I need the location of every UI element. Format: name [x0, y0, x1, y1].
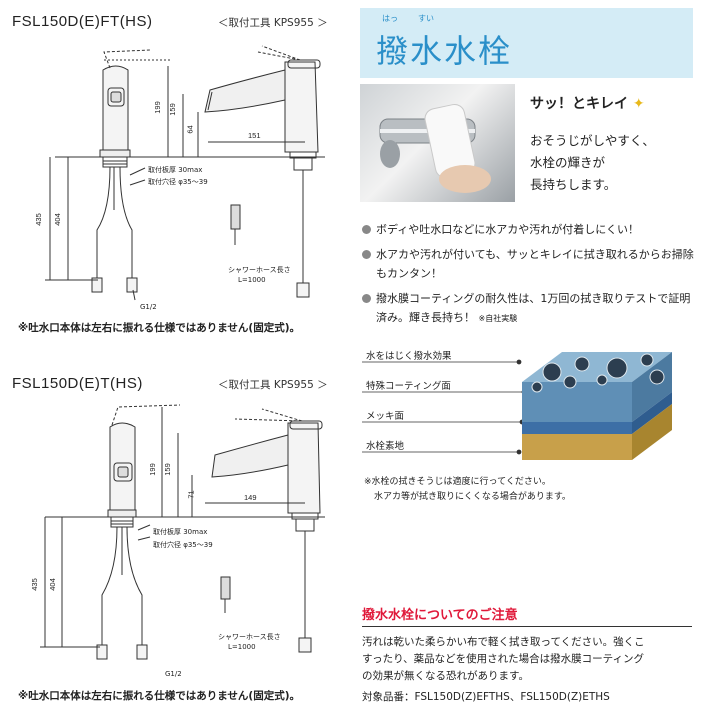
- dim-71-bottom: 71: [186, 490, 196, 499]
- dim-64-top: 64: [185, 125, 195, 134]
- layer-label-plating: メッキ面: [366, 411, 405, 422]
- bullet-dot-icon: [362, 250, 371, 259]
- fixed-spout-note-top: ※吐水口本体は左右に振れる仕様ではありません(固定式)。: [18, 322, 300, 334]
- dim-159-bottom: 159: [162, 463, 172, 476]
- caution-title: 撥水水栓についてのご注意: [362, 608, 518, 623]
- bullet-item: ボディや吐水口などに水アカや汚れが付着しにくい！: [362, 220, 696, 239]
- hose-length-value-bottom: L=1000: [228, 643, 256, 651]
- catch-copy: サッ！とキレイ ✦: [530, 93, 645, 113]
- bullet-text-3: 撥水膜コーティングの耐久性は、1万回の拭き取りテストで証明済み。輝き長持ち！: [376, 292, 691, 324]
- hole-diameter-top: 取付穴径 φ35～39: [148, 178, 208, 186]
- faucet-drawing-top: [45, 45, 325, 301]
- photo-line-3: 長持ちします。: [530, 177, 617, 192]
- dim-199-bottom: 199: [147, 463, 157, 476]
- tool-label-top: ＜取付工具 KPS955 ＞: [218, 17, 328, 29]
- thread-label-bottom: G1/2: [165, 670, 182, 678]
- plate-thickness-top: 取付板厚 30max: [148, 166, 203, 174]
- model-title-bottom: FSL150D(E)T(HS): [12, 375, 143, 392]
- tool-label-bottom: ＜取付工具 KPS955 ＞: [218, 379, 328, 391]
- hole-diameter-bottom: 取付穴径 φ35～39: [153, 541, 213, 549]
- dim-435-top: 435: [33, 213, 43, 226]
- target-models: 対象品番：FSL150D(Z)EFTHS、FSL150D(Z)ETHS: [362, 691, 610, 703]
- fixed-spout-note-bottom: ※吐水口本体は左右に振れる仕様ではありません(固定式)。: [18, 690, 300, 702]
- faucet-drawing-bottom: [40, 404, 325, 660]
- model-title-top: FSL150D(E)FT(HS): [12, 13, 153, 30]
- caution-divider: [362, 626, 692, 627]
- dim-151-top: 151: [248, 131, 261, 140]
- title-banner: はっ すい 撥水水栓: [360, 8, 693, 78]
- bullet-text-1: ボディや吐水口などに水アカや汚れが付着しにくい！: [376, 223, 640, 236]
- dim-435-bottom: 435: [29, 578, 39, 591]
- layer-label-repel: 水をはじく撥水効果: [366, 351, 452, 362]
- title-ruby-right: すい: [418, 14, 434, 23]
- bullet-suffix: ※自社実験: [478, 314, 518, 323]
- hose-length-label-top: シャワーホース長さ: [228, 266, 291, 274]
- title-ruby-left: はっ: [382, 14, 398, 23]
- dim-404-bottom: 404: [47, 578, 57, 591]
- caution-line-1: 汚れは乾いた柔らかい布で軽く拭き取ってください。強くこ: [362, 636, 645, 648]
- coating-diagram: 水をはじく撥水効果 特殊コーティング面 メッキ面 水栓素地: [362, 342, 692, 467]
- feature-bullets: ボディや吐水口などに水アカや汚れが付着しにくい！ 水アカや汚れが付いても、サッと…: [362, 220, 696, 328]
- dim-404-top: 404: [52, 213, 62, 226]
- layer-label-coating: 特殊コーティング面: [366, 381, 451, 392]
- hose-length-label-bottom: シャワーホース長さ: [218, 633, 281, 641]
- photo-line-1: おそうじがしやすく、: [530, 133, 655, 148]
- bullet-text-2: 水アカや汚れが付いても、サッとキレイに拭き取れるからお掃除もカンタン！: [376, 248, 694, 280]
- dim-199-top: 199: [152, 101, 162, 114]
- wipe-note-1: ※水栓の拭きそうじは適度に行ってください。: [364, 477, 551, 487]
- photo-line-2: 水栓の輝きが: [530, 155, 606, 170]
- bullet-dot-icon: [362, 294, 371, 303]
- bullet-dot-icon: [362, 225, 371, 234]
- dim-149-bottom: 149: [244, 493, 257, 502]
- bullet-item: 撥水膜コーティングの耐久性は、1万回の拭き取りテストで証明済み。輝き長持ち！ ※…: [362, 289, 696, 328]
- feature-title: 撥水水栓: [376, 32, 513, 70]
- dim-159-top: 159: [167, 103, 177, 116]
- hose-length-value-top: L=1000: [238, 276, 266, 284]
- leader-lines: [362, 359, 527, 455]
- layer-label-base: 水栓素地: [366, 441, 405, 452]
- bullet-item: 水アカや汚れが付いても、サッとキレイに拭き取れるからお掃除もカンタン！: [362, 245, 696, 283]
- caution-line-3: の効果が無くなる恐れがあります。: [362, 670, 529, 682]
- catch-copy-text: サッ！とキレイ: [530, 96, 628, 112]
- sparkle-icon: ✦: [632, 96, 645, 112]
- wipe-note-2: 水アカ等が拭き取りにくくなる場合があります。: [374, 492, 571, 502]
- plate-thickness-bottom: 取付板厚 30max: [153, 528, 208, 536]
- coating-block: [522, 352, 672, 460]
- faucet-photo: [360, 84, 515, 202]
- caution-line-2: すったり、薬品などを使用された場合は撥水膜コーティング: [362, 653, 645, 665]
- thread-label-top: G1/2: [140, 303, 157, 311]
